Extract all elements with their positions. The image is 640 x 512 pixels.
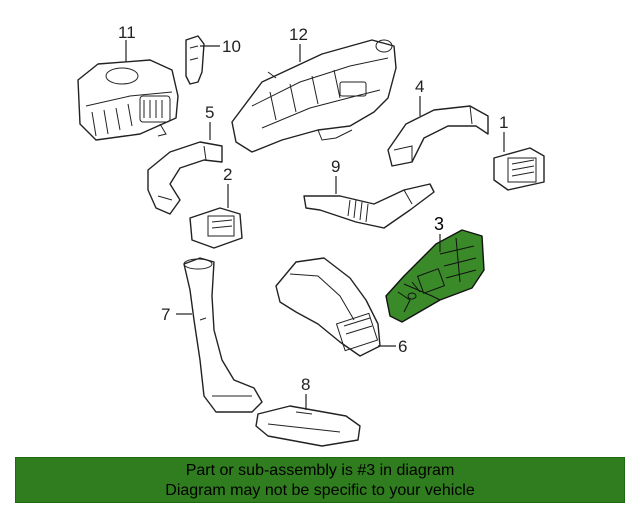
callout-8: 8 [301,375,310,394]
callout-10: 10 [222,37,241,56]
part-7-floor-duct[interactable] [183,257,263,413]
callout-11: 11 [118,23,136,42]
part-9-hose[interactable] [303,183,435,229]
banner-line-1: Part or sub-assembly is #3 in diagram [185,462,455,479]
callout-3: 3 [434,214,444,234]
part-5-side-duct[interactable] [147,141,223,215]
callout-1: 1 [499,113,508,132]
part-10-clip[interactable] [185,35,205,85]
part-12-distribution-housing[interactable] [231,39,397,153]
part-8-bottom-grille[interactable] [255,405,361,447]
callout-4: 4 [415,77,424,96]
part-1-outlet-vent[interactable] [493,147,545,191]
callout-7: 7 [161,305,170,324]
part-4-upper-duct[interactable] [387,105,489,167]
info-banner: Part or sub-assembly is #3 in diagram Di… [15,457,625,503]
part-6-flared-duct[interactable] [275,257,381,357]
callout-6: 6 [398,337,407,356]
part-3-outlet-assembly[interactable] [385,229,485,323]
callout-5: 5 [205,103,214,122]
banner-line-2: Diagram may not be specific to your vehi… [165,482,475,499]
callout-9: 9 [331,157,340,176]
callout-12: 12 [289,25,308,44]
callout-2: 2 [223,165,232,184]
part-11-blower-housing[interactable] [77,59,179,141]
part-2-small-outlet[interactable] [189,207,243,249]
part-3-body [385,229,485,323]
